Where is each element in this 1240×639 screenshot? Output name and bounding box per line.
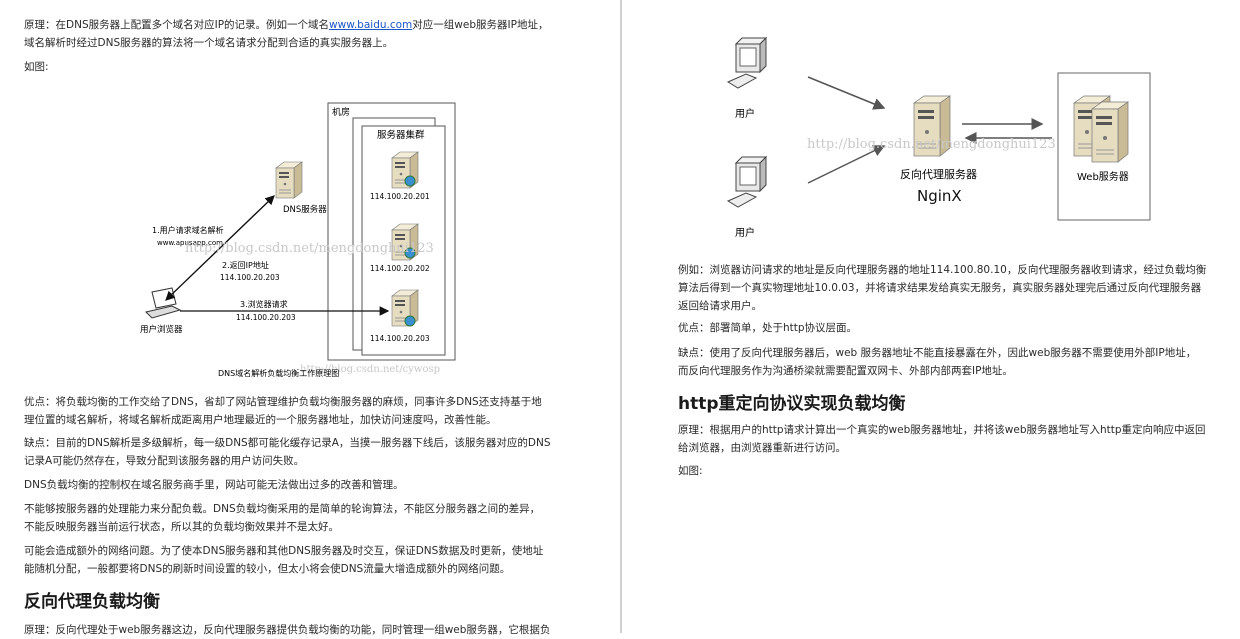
paragraph: 缺点：使用了反向代理服务器后，web 服务器地址不能直接暴露在外，因此web服务… [678, 344, 1196, 380]
server-icon [391, 151, 419, 189]
server-icon [391, 223, 419, 261]
step-label: 3.浏览器请求 [240, 299, 288, 309]
arrow [807, 76, 886, 110]
user-label: 用户 [735, 226, 755, 239]
text: 优点：将负载均衡的工作交给了DNS，省却了网站管理维护负载均衡服务器的麻烦，同事… [24, 396, 542, 408]
text: 理位置的域名解析，将域名解析成距离用户地理最近的一个服务器地址，加快访问速度吗，… [24, 414, 497, 426]
dns-label: DNS服务器 [283, 204, 327, 215]
server-icon [391, 289, 419, 327]
proxy-label: 反向代理服务器 [900, 167, 977, 181]
text: 例如：浏览器访问请求的地址是反向代理服务器的地址114.100.80.10，反向… [678, 264, 1207, 276]
text: 对应一组web服务器IP地址， [412, 19, 549, 31]
page-divider [620, 0, 622, 633]
web-server-icon [1073, 95, 1129, 163]
paragraph: 原理：根据用户的http请求计算出一个真实的web服务器地址，并将该web服务器… [678, 421, 1206, 457]
user-computer-icon [727, 37, 767, 89]
text: 返回给请求用户。 [678, 300, 762, 312]
step-label: 1.用户请求域名解析 [152, 225, 224, 235]
step-label: www.apusapp.com [157, 239, 223, 247]
arrow [807, 145, 886, 184]
paragraph: 原理：反向代理处于web服务器这边，反向代理服务器提供负载均衡的功能，同时管理一… [24, 624, 551, 636]
client-label: 用户浏览器 [140, 324, 183, 335]
paragraph: 优点：将负载均衡的工作交给了DNS，省却了网站管理维护负载均衡服务器的麻烦，同事… [24, 393, 542, 429]
step-label: 114.100.20.203 [220, 273, 280, 282]
server-ip: 114.100.20.203 [370, 334, 430, 343]
document-page-right: 用户 用户 反向代理服务器 NginX Web服务器 http://blog.c… [622, 0, 1240, 633]
cluster-label: 服务器集群 [377, 129, 425, 141]
server-ip: 114.100.20.201 [370, 192, 430, 201]
text: 给浏览器，由浏览器重新进行访问。 [678, 442, 846, 454]
section-heading: http重定向协议实现负载均衡 [678, 394, 906, 414]
user-computer-icon [727, 156, 767, 208]
room-box [327, 102, 456, 361]
paragraph: 优点：部署简单，处于http协议层面。 [678, 322, 858, 334]
paragraph: 原理：在DNS服务器上配置多个域名对应IP的记录。例如一个域名www.baidu… [24, 16, 548, 52]
dns-load-balancing-diagram: 机房 服务器集群 114.100.20.201 114.100.20.202 1… [140, 102, 456, 378]
paragraph: 例如：浏览器访问请求的地址是反向代理服务器的地址114.100.80.10，反向… [678, 261, 1206, 315]
watermark: http://blog.csdn.net/mengdonghui123 [185, 241, 434, 256]
text: 不能够按服务器的处理能力来分配负载。DNS负载均衡采用的是简单的轮询算法，不能区… [24, 503, 541, 515]
text: 而反向代理服务作为沟通桥梁就需要配置双网卡、外部内部两套IP地址。 [678, 365, 1013, 377]
figure-label: 如图: [678, 465, 703, 477]
text: 域名解析时经过DNS服务器的算法将一个域名请求分配到合适的真实服务器上。 [24, 37, 394, 49]
watermark: http://blog.csdn.net/mengdonghui123 [807, 137, 1056, 152]
watermark: http://blog.csdn.net/cywosp [300, 364, 440, 375]
document-page-left: 原理：在DNS服务器上配置多个域名对应IP的记录。例如一个域名www.baidu… [0, 0, 620, 636]
paragraph: DNS负载均衡的控制权在域名服务商手里，网站可能无法做出过多的改善和管理。 [24, 479, 404, 491]
reverse-proxy-diagram: 用户 用户 反向代理服务器 NginX Web服务器 http://blog.c… [727, 37, 1151, 239]
dns-server-icon [275, 161, 303, 199]
server-ip: 114.100.20.202 [370, 264, 430, 273]
arrow [165, 199, 271, 301]
section-heading: 反向代理负载均衡 [24, 592, 160, 612]
paragraph: 缺点：目前的DNS解析是多级解析，每一级DNS都可能化缓存记录A，当摸一服务器下… [24, 434, 551, 470]
paragraph: 不能够按服务器的处理能力来分配负载。DNS负载均衡采用的是简单的轮询算法，不能区… [24, 500, 540, 536]
text: 记录A可能仍然存在，导致分配到该服务器的用户访问失败。 [24, 455, 305, 467]
paragraph: 可能会造成额外的网络问题。为了使本DNS服务器和其他DNS服务器及时交互，保证D… [24, 542, 543, 578]
text: 不能反映服务器当前运行状态，所以其的负载均衡效果并不是太好。 [24, 521, 339, 533]
laptop-icon [145, 287, 182, 319]
proxy-name: NginX [917, 187, 962, 205]
web-server-box [1057, 72, 1151, 221]
text: 缺点：目前的DNS解析是多级解析，每一级DNS都可能化缓存记录A，当摸一服务器下… [24, 437, 551, 449]
text: 能随机分配，一般都要将DNS的刷新时间设置的较小，但太小将会使DNS流量大增造成… [24, 563, 511, 575]
web-server-label: Web服务器 [1077, 170, 1129, 183]
text: 原理：在DNS服务器上配置多个域名对应IP的记录。例如一个域名 [24, 19, 330, 31]
user-label: 用户 [735, 107, 755, 120]
figure-label: 如图: [24, 61, 49, 73]
text: 算法后得到一个真实物理地址10.0.03，并将请求结果发给真实无服务，真实服务器… [678, 282, 1202, 294]
text: 原理：根据用户的http请求计算出一个真实的web服务器地址，并将该web服务器… [678, 424, 1206, 436]
baidu-link[interactable]: www.baidu.com [329, 19, 413, 31]
step-label: 2.返回IP地址 [222, 260, 269, 270]
room-label: 机房 [332, 106, 350, 118]
step-label: 114.100.20.203 [236, 313, 296, 322]
diagram-caption: DNS域名解析负载均衡工作原理图 [218, 368, 339, 378]
text: 可能会造成额外的网络问题。为了使本DNS服务器和其他DNS服务器及时交互，保证D… [24, 545, 544, 557]
text: 缺点：使用了反向代理服务器后，web 服务器地址不能直接暴露在外，因此web服务… [678, 347, 1197, 359]
